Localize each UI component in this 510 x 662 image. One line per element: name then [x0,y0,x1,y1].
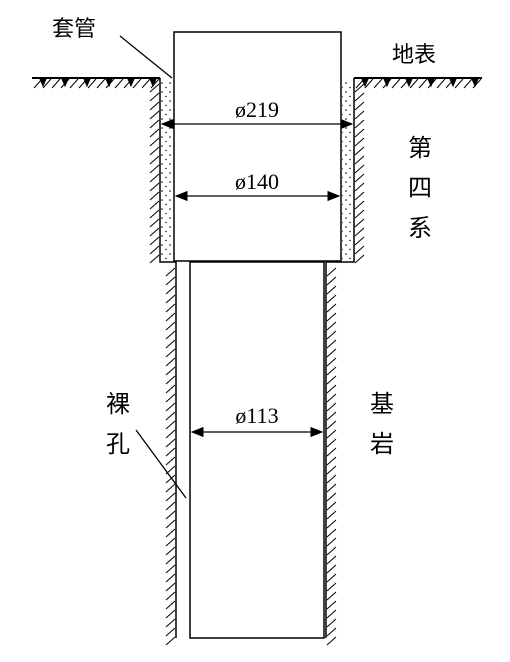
quaternary-char-3: 系 [408,214,432,242]
quaternary-char-2: 四 [408,174,432,202]
open-hole-char-2: 孔 [106,430,130,458]
ground-surface [32,77,482,89]
open-hole [189,261,325,639]
casing-pipe [173,31,342,262]
casing-leader [119,35,173,79]
dim-label-219: ø219 [235,97,279,122]
bedrock-char-1: 基 [370,390,394,418]
open-hole-leader [135,429,187,499]
wall-hatching [149,83,365,646]
open-hole-char-1: 裸 [106,390,130,418]
quaternary-char-1: 第 [408,134,432,162]
borehole-walls [159,78,355,638]
dim-label-113: ø113 [235,403,278,428]
ground-surface-label: 地表 [392,43,436,68]
bedrock-char-2: 岩 [370,430,394,458]
dim-label-140: ø140 [235,169,279,194]
casing-label: 套管 [52,17,96,42]
